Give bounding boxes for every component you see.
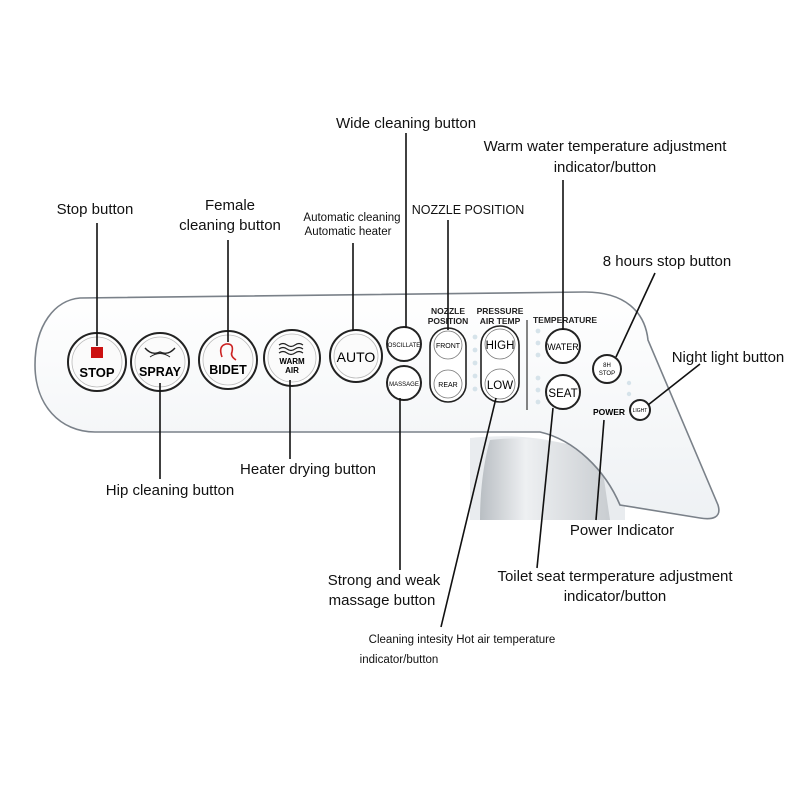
callout-female-line1: Female <box>205 197 255 214</box>
spray-label: SPRAY <box>139 365 182 379</box>
callout-warm-water-line2: indicator/button <box>554 159 657 176</box>
callout-intensity-line2: indicator/button <box>360 654 439 666</box>
female-figure-icon <box>219 343 237 361</box>
callout-warm-water-line1: Warm water temperature adjustment <box>484 138 728 155</box>
oscillate-button[interactable]: OSCILLATE <box>386 326 422 362</box>
pressure-led-column <box>472 334 478 392</box>
callout-female-line2: cleaning button <box>179 217 281 234</box>
low-label: LOW <box>487 380 513 392</box>
warm-air-button[interactable]: WARM AIR <box>263 329 321 387</box>
callout-massage-line2: massage button <box>329 592 436 609</box>
callout-intensity-line1: Cleaning intesity Hot air temperature <box>369 634 556 646</box>
oscillate-label: OSCILLATE <box>388 343 421 349</box>
pressure-rocker: HIGH LOW <box>480 325 520 403</box>
rear-label: REAR <box>438 382 457 389</box>
water-temperature-button[interactable]: WATER <box>545 328 581 364</box>
massage-label: MASSAGE <box>389 382 419 388</box>
night-light-button[interactable]: LIGHT <box>629 399 651 421</box>
eight-hour-stop-button[interactable]: 8H STOP <box>592 354 622 384</box>
high-button[interactable]: HIGH <box>484 328 516 360</box>
power-led <box>626 391 632 397</box>
callout-night-light: Night light button <box>672 349 785 366</box>
auto-button[interactable]: AUTO <box>329 329 383 383</box>
device-sleeve <box>480 438 610 520</box>
eight-h-label: 8H <box>603 363 611 369</box>
high-label: HIGH <box>486 340 515 352</box>
leader-lines <box>96 133 701 628</box>
pressure-header-line1: PRESSURE <box>477 306 524 316</box>
stop-button[interactable]: STOP <box>67 332 127 392</box>
callout-wide: Wide cleaning button <box>336 115 476 132</box>
front-button[interactable]: FRONT <box>433 330 463 360</box>
spray-icon <box>144 347 176 355</box>
callout-auto-line1: Automatic cleaning <box>303 212 400 224</box>
callout-auto-line2: Automatic heater <box>305 226 392 238</box>
temperature-header: TEMPERATURE <box>533 315 597 325</box>
front-label: FRONT <box>436 343 461 350</box>
bidet-label: BIDET <box>209 363 247 377</box>
nozzle-position-rocker: FRONT REAR <box>429 327 467 403</box>
seat-temp-led-column <box>535 375 541 405</box>
callout-stop: Stop button <box>57 201 134 218</box>
callout-nozzle: NOZZLE POSITION <box>412 203 525 217</box>
auto-label: AUTO <box>337 349 376 365</box>
pressure-header-line2: AIR TEMP <box>480 316 521 326</box>
low-button[interactable]: LOW <box>484 368 516 400</box>
air-label: AIR <box>285 366 299 375</box>
stop-square-icon <box>91 347 103 358</box>
spray-wave-icon <box>149 353 171 358</box>
massage-button[interactable]: MASSAGE <box>386 365 422 401</box>
rear-button[interactable]: REAR <box>433 369 463 399</box>
air-wave-icon <box>278 342 304 348</box>
eight-hour-led <box>626 380 632 386</box>
stop8-label: STOP <box>599 371 615 377</box>
callout-heater-drying: Heater drying button <box>240 461 376 478</box>
callout-massage-line1: Strong and weak <box>328 572 441 589</box>
water-temp-led-column <box>535 328 541 358</box>
stop-label: STOP <box>79 365 114 380</box>
water-label: WATER <box>547 342 579 352</box>
seat-label: SEAT <box>548 388 577 400</box>
warm-label: WARM <box>279 357 305 366</box>
callout-hip: Hip cleaning button <box>106 482 234 499</box>
spray-button[interactable]: SPRAY <box>130 332 190 392</box>
callout-power-indicator: Power Indicator <box>570 522 674 539</box>
seat-temperature-button[interactable]: SEAT <box>545 374 581 410</box>
power-label: POWER <box>593 407 625 417</box>
callout-eight-hours: 8 hours stop button <box>603 253 731 270</box>
light-label: LIGHT <box>633 408 648 414</box>
callout-seat-temp-line2: indicator/button <box>564 588 667 605</box>
callout-seat-temp-line1: Toilet seat termperature adjustment <box>497 568 733 585</box>
